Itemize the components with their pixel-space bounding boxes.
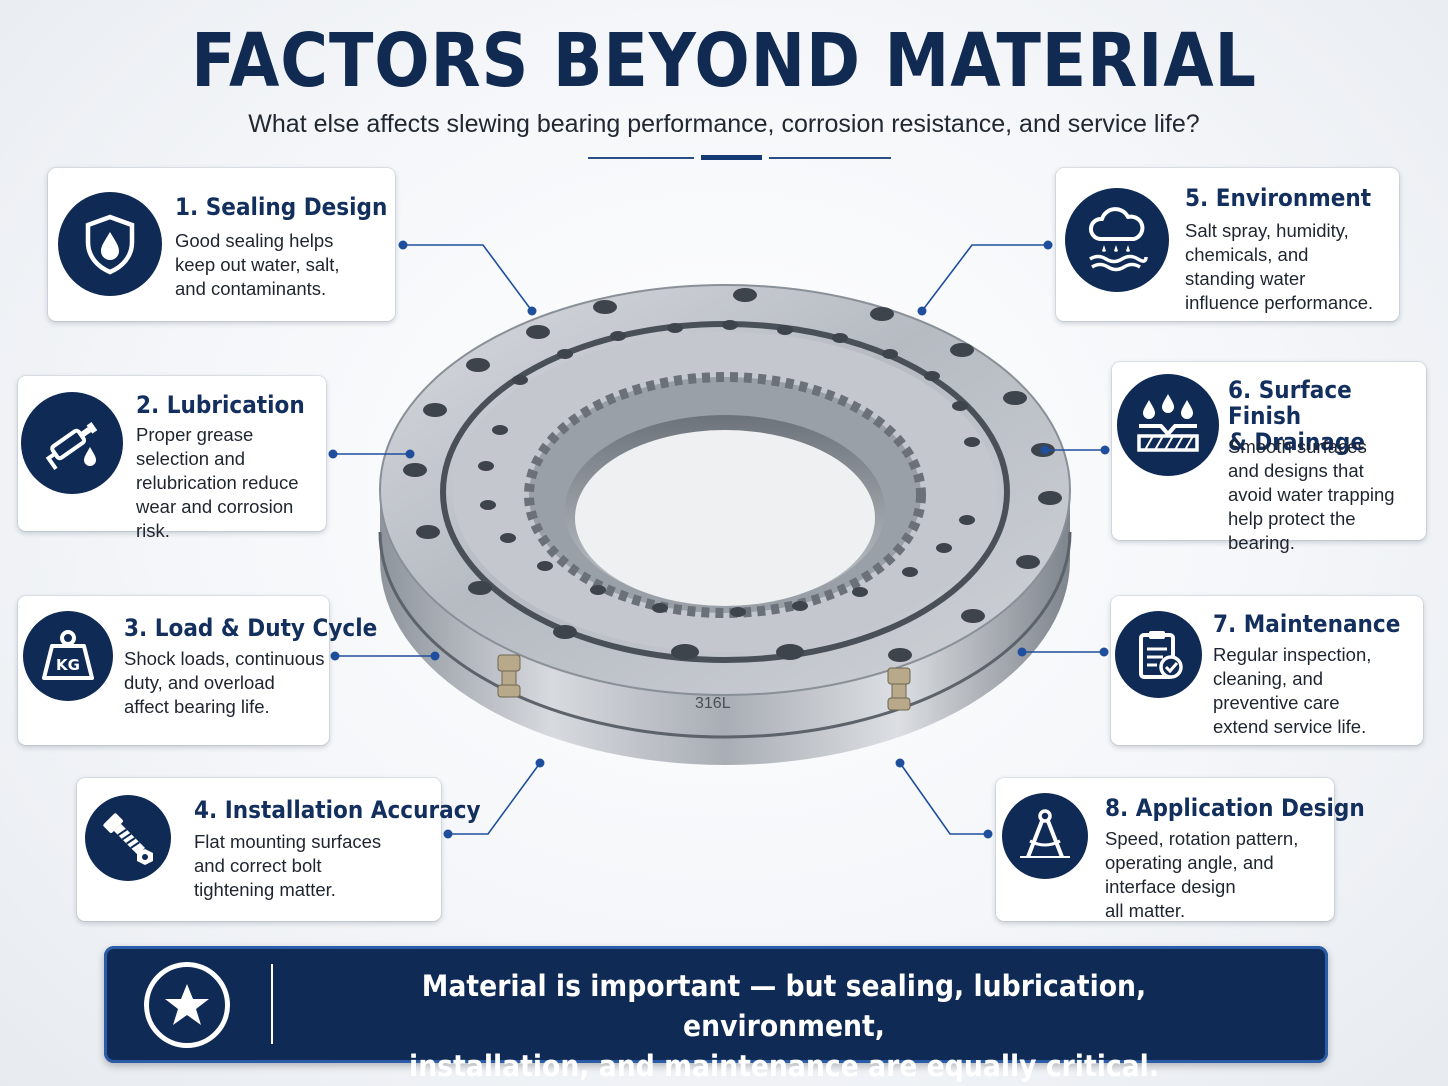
factor-description: Smooth surfaces and designs that avoid w… [1228,436,1395,553]
slewing-bearing-image: 316L [378,284,1072,765]
factor-card-maintenance: 7. Maintenance Regular inspection, clean… [1111,596,1423,745]
factor-description: Flat mounting surfaces and correct bolt … [194,831,382,900]
factor-card-sealing-design: 1. Sealing Design Good sealing helps kee… [48,168,395,321]
rain-cloud-icon [1065,188,1169,292]
factor-title: 6. Surface Finish & Drainage [1228,376,1365,456]
factor-description: Speed, rotation pattern, operating angle… [1105,828,1299,921]
svg-text:KG: KG [56,656,80,674]
factor-title: 1. Sealing Design [175,193,388,221]
clipboard-check-icon [1115,611,1202,698]
factor-card-load-duty-cycle: KG 3. Load & Duty Cycle Shock loads, con… [18,596,377,745]
kg-weight-icon: KG [23,611,113,701]
factor-description: Proper grease selection and relubricatio… [136,424,299,541]
factor-description: Salt spray, humidity, chemicals, and sta… [1185,220,1374,313]
bolt-nut-icon [85,795,171,881]
factor-description: Regular inspection, cleaning, and preven… [1213,644,1372,737]
title-rule-left [588,157,694,159]
factor-card-installation-accuracy: 4. Installation Accuracy Flat mounting s… [77,778,481,921]
banner-divider [271,964,273,1044]
drops-surface-icon [1117,374,1219,476]
key-message-banner: Material is important — but sealing, lub… [104,946,1328,1083]
page-title: FACTORS BEYOND MATERIAL [191,18,1257,104]
factor-card-environment: 5. Environment Salt spray, humidity, che… [1056,168,1399,321]
factor-title: 5. Environment [1185,184,1372,212]
factor-description: Good sealing helps keep out water, salt,… [175,230,340,299]
factor-title: 8. Application Design [1105,794,1365,822]
factor-title: 3. Load & Duty Cycle [124,614,378,642]
factor-title: 4. Installation Accuracy [194,796,481,824]
factor-title: 7. Maintenance [1213,610,1401,638]
title-rule-center [701,155,762,160]
factor-card-surface-finish-drainage: 6. Surface Finish & Drainage Smooth surf… [1112,362,1426,553]
page-subtitle: What else affects slewing bearing perfor… [248,110,1200,138]
banner-message: Material is important — but sealing, lub… [409,969,1159,1083]
factor-card-application-design: 8. Application Design Speed, rotation pa… [996,778,1365,921]
factor-card-lubrication: 2. Lubrication Proper grease selection a… [18,376,326,541]
star-icon [144,962,230,1048]
grease-gun-icon [21,392,123,494]
compass-icon [1002,793,1088,879]
bearing-marking: 316L [695,695,731,712]
shield-drop-icon [58,192,162,296]
title-rule-right [769,157,891,159]
factor-description: Shock loads, continuous duty, and overlo… [124,648,325,717]
factor-title: 2. Lubrication [136,391,305,419]
